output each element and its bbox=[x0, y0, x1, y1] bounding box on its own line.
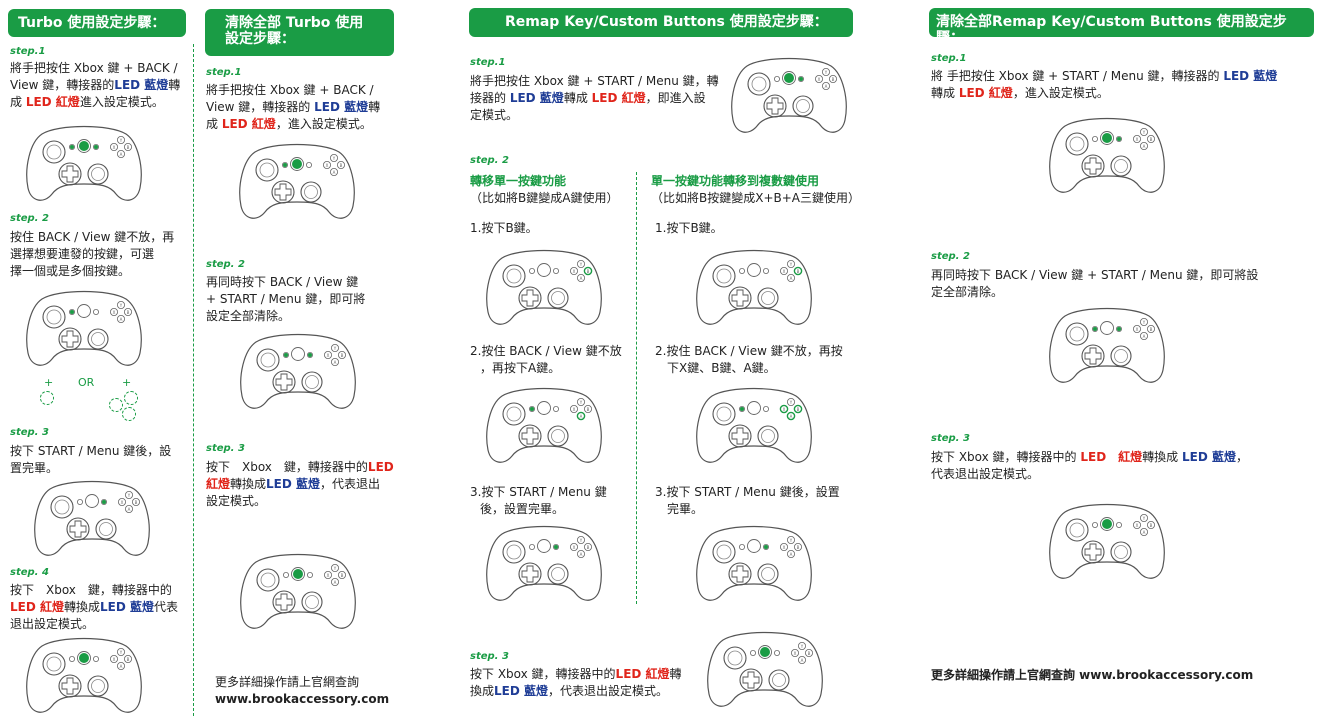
remap-right-s3: 3.按下 START / Menu 鍵後，設置 完畢。 bbox=[655, 485, 840, 516]
turbo-step1-label: step.1 bbox=[10, 46, 46, 57]
controller-icon bbox=[1049, 117, 1165, 193]
remap-right-note: （比如將B按鍵變成X+B+A三鍵使用） bbox=[651, 191, 861, 205]
controller-icon bbox=[26, 637, 142, 713]
controller-icon bbox=[34, 480, 150, 556]
controller-icon bbox=[486, 525, 602, 601]
clear-remap-step1-label: step.1 bbox=[931, 53, 967, 64]
plus-label: + bbox=[122, 376, 132, 389]
controller-icon bbox=[240, 553, 356, 629]
turbo-step4-label: step. 4 bbox=[10, 567, 49, 578]
controller-icon bbox=[1049, 307, 1165, 383]
controller-icon bbox=[1049, 503, 1165, 579]
remap-left-s3: 3.按下 START / Menu 鍵 後，設置完畢。 bbox=[470, 485, 607, 516]
remap-step3-label: step. 3 bbox=[470, 651, 509, 662]
button-ring-icon bbox=[109, 398, 123, 412]
turbo-title: Turbo 使用設定步驟： bbox=[18, 15, 166, 31]
controller-icon bbox=[486, 249, 602, 325]
remap-divider bbox=[636, 172, 637, 604]
turbo-step1-text: 將手把按住 Xbox 鍵 + BACK / View 鍵，轉接器的LED 藍燈轉… bbox=[10, 61, 181, 109]
remap-left-heading: 轉移單一按鍵功能 bbox=[470, 174, 567, 188]
clear-remap-step3-label: step. 3 bbox=[931, 433, 970, 444]
controller-icon bbox=[239, 143, 355, 219]
button-ring-icon bbox=[40, 391, 54, 405]
clear-remap-title-banner: 清除全部Remap Key/Custom Buttons 使用設定步驟： bbox=[929, 8, 1314, 46]
clear-turbo-step3-text: 按下 Xbox 鍵，轉接器中的LED 紅燈轉換成LED 藍燈，代表退出 設定模式… bbox=[206, 460, 394, 508]
controller-icon bbox=[26, 125, 142, 201]
remap-step3-text: 按下 Xbox 鍵，轉接器中的LED 紅燈轉 換成LED 藍燈，代表退出設定模式… bbox=[470, 667, 682, 698]
remap-title-banner: Remap Key/Custom Buttons 使用設定步驟： bbox=[469, 8, 853, 37]
turbo-step2-label: step. 2 bbox=[10, 213, 49, 224]
clear-turbo-step2-text: 再同時按下 BACK / View 鍵 + START / Menu 鍵，即可將… bbox=[206, 275, 366, 323]
turbo-step2-text: 按住 BACK / View 鍵不放，再 選擇想要連發的按鍵，可選 擇一個或是多… bbox=[10, 230, 175, 278]
turbo-step3-text: 按下 START / Menu 鍵後，設 置完畢。 bbox=[10, 444, 172, 475]
or-label: OR bbox=[78, 376, 95, 389]
remap-step1-label: step.1 bbox=[470, 57, 506, 68]
clear-turbo-footer: 更多詳細操作請上官網查詢 www.brookaccessory.com bbox=[215, 675, 390, 706]
clear-remap-step3-text: 按下 Xbox 鍵，轉接器中的 LED 紅燈轉換成 LED 藍燈， 代表退出設定… bbox=[931, 450, 1248, 481]
controller-icon bbox=[731, 57, 847, 133]
controller-icon bbox=[240, 333, 356, 409]
remap-title: Remap Key/Custom Buttons 使用設定步驟： bbox=[505, 14, 828, 30]
remap-step1-text: 將手把按住 Xbox 鍵 + START / Menu 鍵，轉 接器的 LED … bbox=[470, 74, 719, 122]
controller-icon bbox=[707, 631, 823, 707]
clear-turbo-title: 清除全部 Turbo 使用 設定步驟： bbox=[225, 15, 364, 48]
remap-step2-label: step. 2 bbox=[470, 155, 509, 166]
clear-remap-step1-text: 將 手把按住 Xbox 鍵 + START / Menu 鍵，轉接器的 LED … bbox=[931, 69, 1278, 100]
clear-turbo-step1-label: step.1 bbox=[206, 67, 242, 78]
clear-remap-step2-text: 再同時按下 BACK / View 鍵 + START / Menu 鍵，即可將… bbox=[931, 268, 1259, 299]
turbo-step3-label: step. 3 bbox=[10, 427, 49, 438]
controller-icon bbox=[696, 525, 812, 601]
clear-remap-title: 清除全部Remap Key/Custom Buttons 使用設定步驟： bbox=[936, 14, 1287, 47]
button-ring-icon bbox=[124, 391, 138, 405]
controller-icon bbox=[486, 387, 602, 463]
clear-turbo-title-banner: 清除全部 Turbo 使用 設定步驟： bbox=[205, 9, 394, 56]
button-ring-icon bbox=[122, 407, 136, 421]
controller-icon bbox=[696, 249, 812, 325]
remap-right-heading: 單一按鍵功能轉移到複數鍵使用 bbox=[651, 174, 820, 188]
clear-remap-step2-label: step. 2 bbox=[931, 251, 970, 262]
clear-turbo-step3-label: step. 3 bbox=[206, 443, 245, 454]
clear-remap-footer: 更多詳細操作請上官網查詢 www.brookaccessory.com bbox=[931, 668, 1254, 682]
clear-turbo-step1-text: 將手把按住 Xbox 鍵 + BACK / View 鍵，轉接器的 LED 藍燈… bbox=[206, 83, 381, 131]
remap-right-s2: 2.按住 BACK / View 鍵不放，再按 下X鍵、B鍵、A鍵。 bbox=[655, 344, 843, 375]
remap-left-s1: 1.按下B鍵。 bbox=[470, 221, 538, 235]
column-divider bbox=[193, 44, 194, 716]
controller-icon bbox=[26, 290, 142, 366]
controller-icon bbox=[696, 387, 812, 463]
clear-turbo-step2-label: step. 2 bbox=[206, 259, 245, 270]
turbo-title-banner: Turbo 使用設定步驟： bbox=[8, 9, 186, 37]
plus-label: + bbox=[44, 376, 54, 389]
turbo-step4-text: 按下 Xbox 鍵，轉接器中的 LED 紅燈轉換成LED 藍燈代表 退出設定模式… bbox=[10, 583, 178, 631]
remap-left-note: （比如將B鍵變成A鍵使用） bbox=[470, 191, 619, 205]
remap-left-s2: 2.按住 BACK / View 鍵不放 ，再按下A鍵。 bbox=[470, 344, 622, 375]
remap-right-s1: 1.按下B鍵。 bbox=[655, 221, 723, 235]
